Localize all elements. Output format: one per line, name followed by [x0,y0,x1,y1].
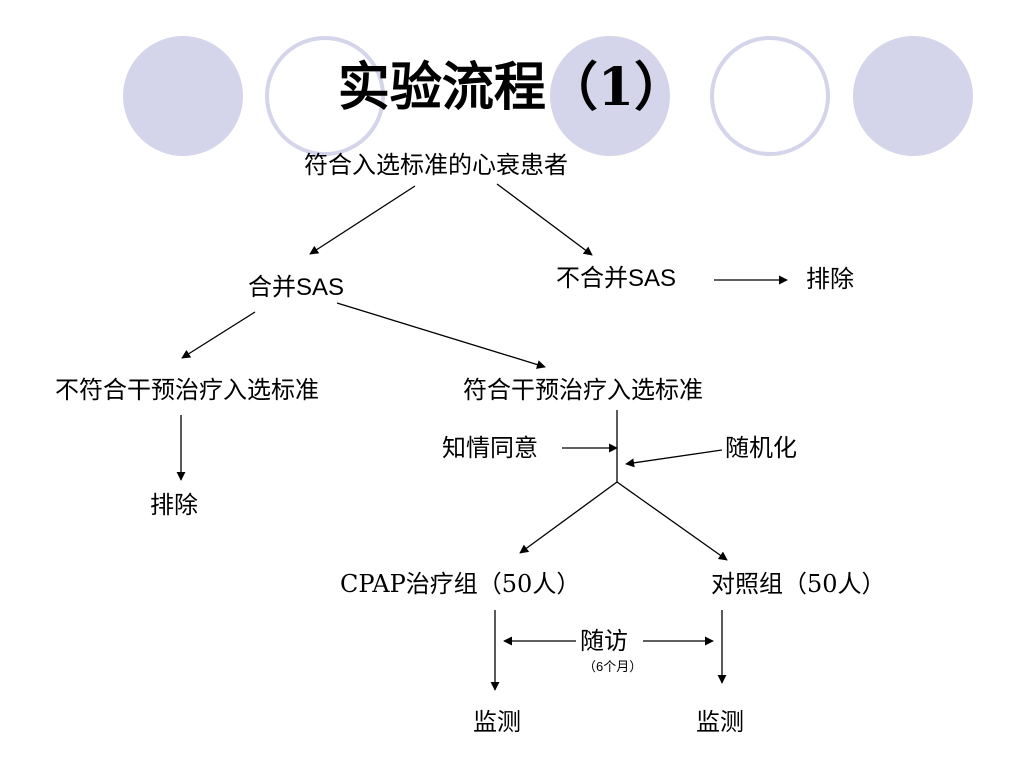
decor-circle-filled-1 [123,36,243,156]
node-randomize: 随机化 [725,434,797,462]
decor-circle-filled-2 [550,36,670,156]
node-with-sas: 合并SAS [248,274,345,301]
node-monitor-left: 监测 [473,708,521,736]
node-control-group: 对照组（50人） [711,570,886,598]
slide-title: 实验流程（1） [337,57,687,118]
decor-circle-outline-2 [710,36,830,156]
arrow-split-to-cpap [519,481,618,554]
node-followup-period: （6个月） [583,659,643,674]
node-consent: 知情同意 [442,434,538,462]
node-not-eligible: 不符合干预治疗入选标准 [55,376,319,404]
decor-circle-outline-1 [265,36,385,156]
arrow-root-to-with-sas [309,185,416,255]
decor-circle-filled-3 [853,36,973,156]
arrow-randomize-to-stem [625,449,723,468]
node-root: 符合入选标准的心衰患者 [304,151,568,179]
arrow-with-sas-to-not-eligible [181,311,256,359]
node-without-sas: 不合并SAS [556,265,677,292]
node-eligible: 符合干预治疗入选标准 [463,376,703,404]
node-exclude-right: 排除 [806,265,854,293]
arrow-with-sas-to-eligible [336,302,546,369]
arrow-split-to-control [616,481,728,561]
node-exclude-left: 排除 [150,491,198,519]
arrow-root-to-without-sas [496,183,593,256]
node-followup: 随访 [580,627,628,655]
node-cpap-group: CPAP治疗组（50人） [340,570,581,598]
node-monitor-right: 监测 [696,708,744,736]
